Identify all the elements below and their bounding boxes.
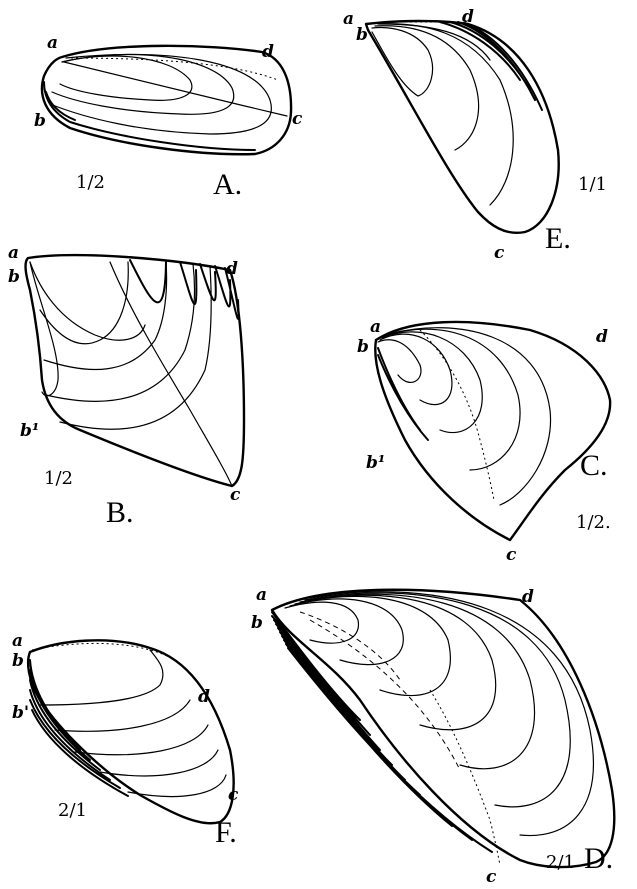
figure-b: a b b¹ c d 1/2 B. — [8, 243, 244, 529]
figure-c-caption: C. — [580, 449, 608, 482]
figure-d-point-a: a — [256, 585, 267, 605]
figure-a-diagonal-line — [64, 62, 287, 116]
figure-c-point-d: d — [596, 327, 608, 347]
figure-a: a b c d 1/2 A. — [34, 33, 303, 201]
figure-c-point-b: b — [357, 337, 369, 357]
figure-d-scale: 2/1 — [546, 852, 575, 873]
figure-d-growth-line-4 — [300, 595, 496, 729]
figure-a-growth-line-2 — [52, 54, 234, 114]
figure-e-caption: E. — [545, 222, 571, 255]
figure-d-point-c: c — [486, 867, 497, 887]
figure-f-scale: 2/1 — [58, 800, 87, 821]
figure-f-point-a: a — [12, 631, 23, 651]
figure-d-growth-line-5 — [305, 594, 535, 769]
figure-f-point-c: c — [228, 785, 239, 805]
figure-f-growth-line-1 — [40, 650, 163, 705]
figure-e-shell-outline — [366, 21, 559, 233]
figure-f-growth-line-5 — [128, 775, 226, 797]
figure-c-shell-outline — [375, 322, 610, 540]
figure-c-point-b1: b¹ — [366, 453, 385, 473]
figure-a-dotted-line — [66, 58, 278, 80]
figure-d-dotted-line — [430, 690, 500, 865]
figure-a-point-a: a — [47, 33, 58, 53]
figure-b-point-b: b — [8, 267, 20, 287]
figure-b-caption: B. — [106, 496, 134, 529]
figure-f-growth-line-3 — [75, 725, 208, 755]
figure-a-growth-line-1 — [60, 56, 192, 100]
figure-f-caption: F. — [215, 816, 237, 849]
figure-d-point-b: b — [251, 613, 263, 633]
figure-e-point-b: b — [356, 25, 368, 45]
figure-d-caption: D. — [584, 842, 613, 875]
figure-b-point-b1: b¹ — [20, 421, 39, 441]
figure-c-point-a: a — [370, 317, 381, 337]
figure-a-scale: 1/2 — [76, 172, 105, 193]
figure-e: a b c d 1/1 E. — [343, 7, 607, 263]
figure-a-point-c: c — [292, 109, 303, 129]
figure-e-growth-line-1 — [372, 28, 433, 96]
figure-a-point-d: d — [262, 42, 274, 62]
figure-f-growth-line-4 — [100, 750, 218, 776]
figure-c-growth-line-2 — [380, 334, 452, 404]
figure-e-scale: 1/1 — [578, 174, 607, 195]
figure-c-scale: 1/2. — [576, 512, 611, 533]
figure-c-dotted-line — [420, 330, 494, 500]
figure-f-point-b1: b' — [12, 703, 29, 723]
figure-f-point-d: d — [198, 687, 210, 707]
figure-b-scale: 1/2 — [44, 468, 73, 489]
figure-d-point-d: d — [522, 587, 534, 607]
figure-e-point-c: c — [494, 243, 505, 263]
figure-e-point-d: d — [462, 7, 474, 27]
figure-b-umbo-loop — [30, 262, 58, 396]
figure-b-point-a: a — [8, 243, 19, 263]
figure-b-point-d: d — [226, 259, 238, 279]
figure-c-growth-line-3 — [382, 332, 482, 433]
figure-b-point-c: c — [230, 485, 241, 505]
figure-a-lower-margin — [44, 82, 255, 150]
figure-d: a b c d 2/1 D. — [251, 585, 614, 887]
figure-a-caption: A. — [213, 168, 242, 201]
figure-c-growth-line-1 — [378, 340, 421, 383]
figure-c-point-c: c — [506, 545, 517, 565]
figure-c: a b b¹ c d 1/2. C. — [357, 317, 611, 565]
figure-d-growth-line-6 — [310, 593, 570, 807]
figure-a-point-b: b — [34, 111, 46, 131]
figure-b-diagonal-line — [110, 262, 232, 486]
figure-e-point-a: a — [343, 9, 354, 29]
figure-f-point-b: b — [12, 651, 24, 671]
figure-f: a b b' c d 2/1 F. — [12, 631, 239, 849]
figure-c-growth-line-5 — [388, 328, 551, 505]
figure-c-growth-line-4 — [384, 329, 520, 470]
figure-b-growth-line-2 — [44, 262, 167, 370]
figure-d-growth-line-2 — [290, 599, 403, 665]
